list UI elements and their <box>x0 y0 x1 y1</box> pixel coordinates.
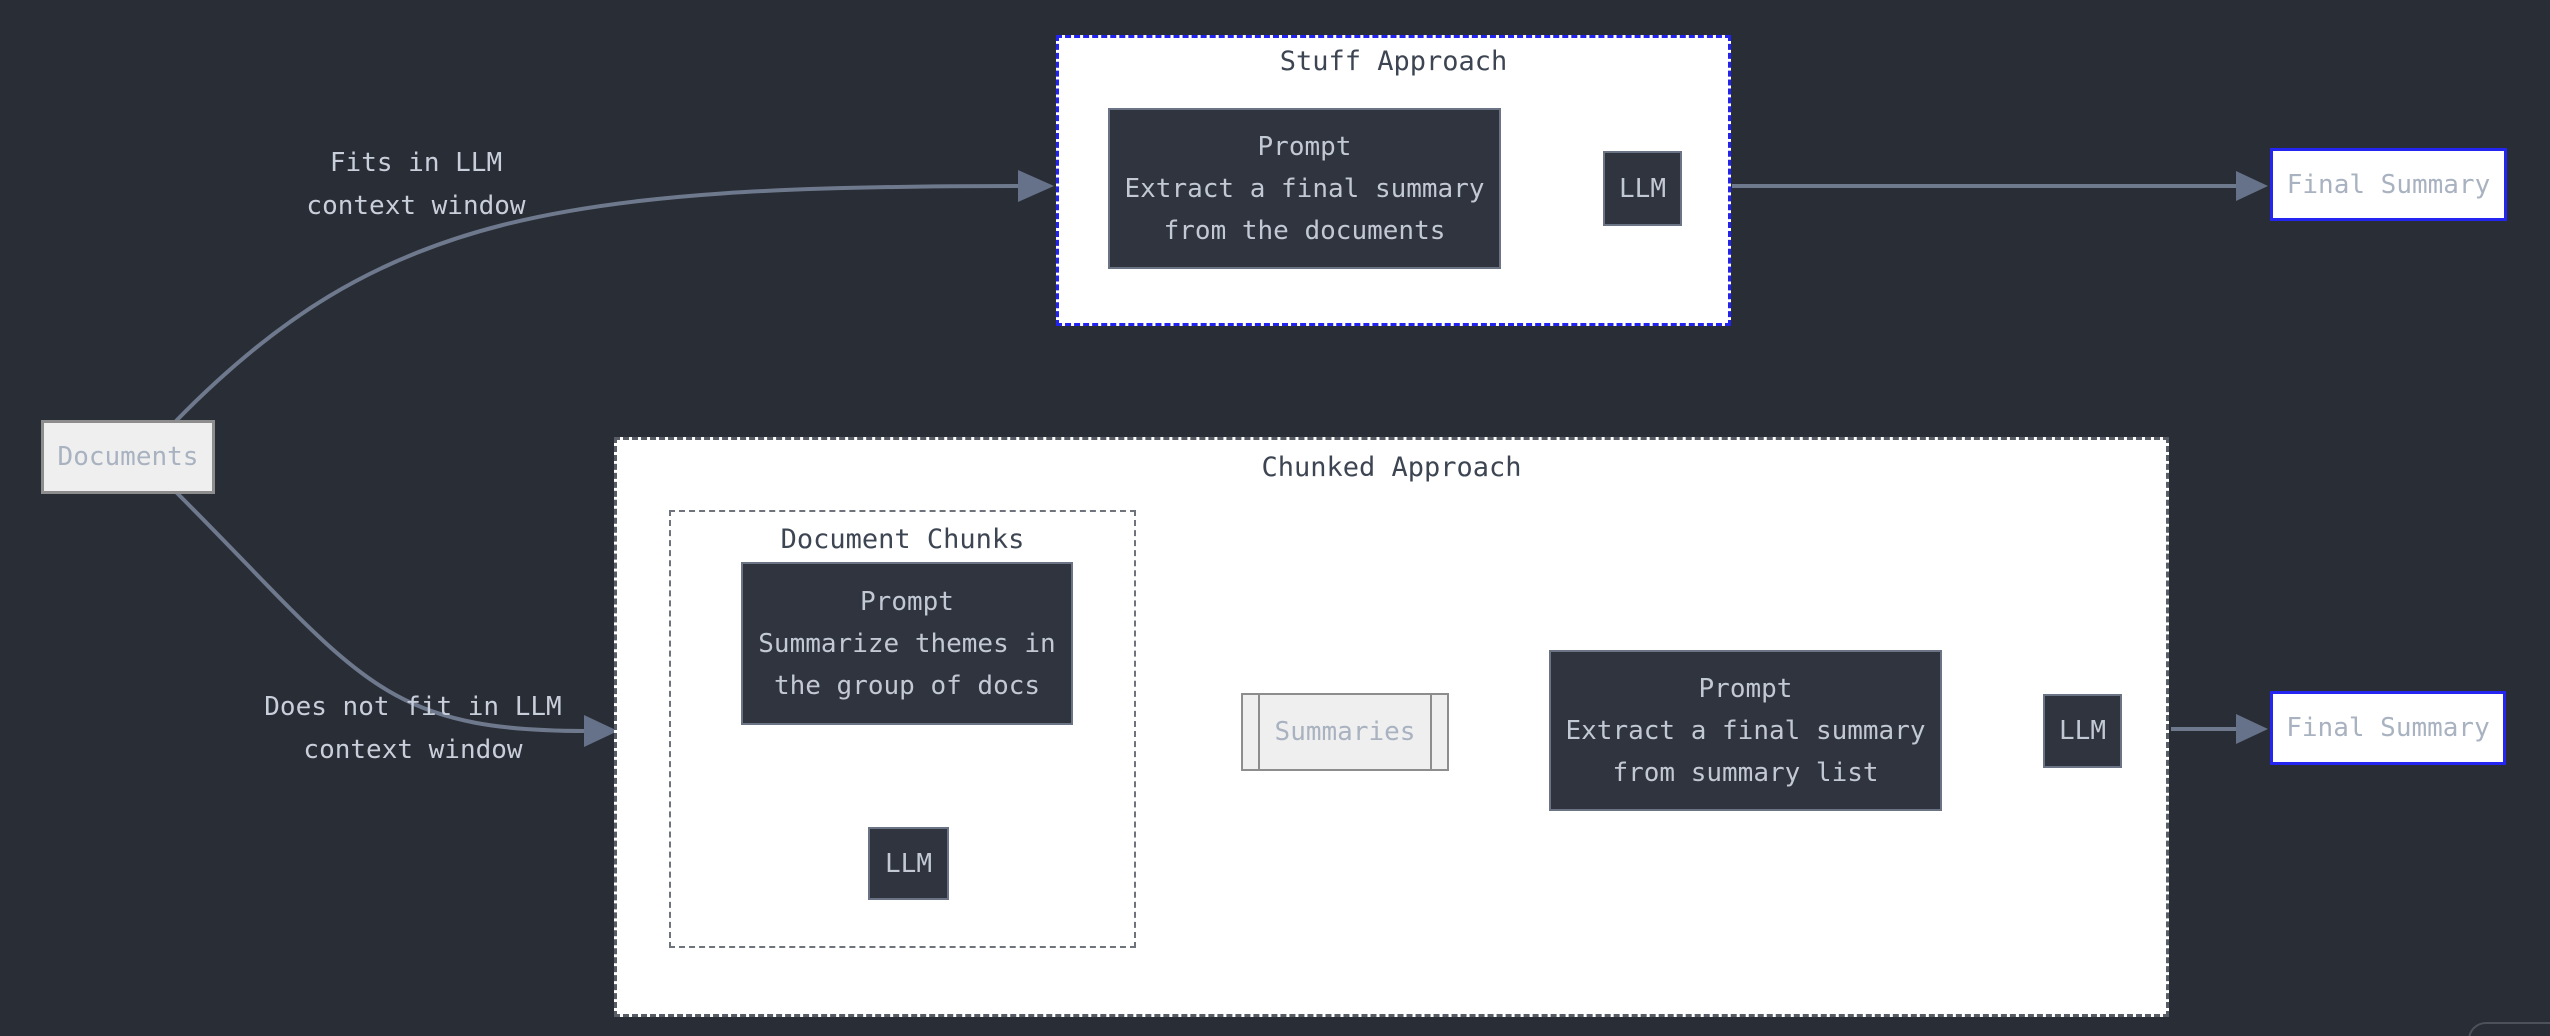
chunked-approach-container[interactable]: Chunked Approach Document Chunks Prompt … <box>614 437 2169 1017</box>
final-summary-label: Final Summary <box>2286 169 2491 200</box>
summaries-label: Summaries <box>1274 717 1416 747</box>
prompt-line: Extract a final summary <box>1565 715 1926 746</box>
document-chunks-container[interactable]: Document Chunks Prompt Summarize themes … <box>669 510 1136 948</box>
documents-label: Documents <box>57 442 199 472</box>
edge-label-does-not-fit-line2: context window <box>303 735 523 765</box>
final-summary-top-node[interactable]: Final Summary <box>2270 148 2507 221</box>
edge-fits-curve <box>174 184 1023 423</box>
document-chunks-title: Document Chunks <box>780 524 1025 555</box>
reduce-prompt-node[interactable]: Prompt Extract a final summary from summ… <box>1549 650 1942 811</box>
edge-does-not-fit-curve <box>174 490 587 733</box>
llm-label: LLM <box>2059 716 2106 746</box>
stuff-approach-container[interactable]: Stuff Approach Prompt Extract a final su… <box>1056 35 1731 326</box>
arrowhead <box>584 715 618 747</box>
arrowhead <box>2236 171 2268 201</box>
final-summary-label: Final Summary <box>2286 713 2490 743</box>
edge-label-fits-line1: Fits in LLM <box>329 148 503 178</box>
llm-label: LLM <box>885 848 932 879</box>
corner-panel-fragment <box>2468 1022 2550 1036</box>
edge-label-does-not-fit: Does not fit in LLM context window <box>253 686 573 772</box>
llm-label: LLM <box>1619 173 1666 204</box>
chunk-prompt-node[interactable]: Prompt Summarize themes in the group of … <box>741 562 1073 725</box>
prompt-line: Extract a final summary <box>1124 173 1485 204</box>
prompt-line: Summarize themes in <box>758 628 1056 659</box>
prompt-line: Prompt <box>1257 131 1352 162</box>
edge-label-does-not-fit-line1: Does not fit in LLM <box>264 692 562 722</box>
prompt-line: Prompt <box>860 586 954 617</box>
prompt-line: Prompt <box>1698 673 1793 704</box>
summaries-inner-bar <box>1430 695 1432 769</box>
prompt-line: the group of docs <box>773 670 1041 701</box>
chunk-llm-node[interactable]: LLM <box>868 827 949 900</box>
final-summary-bottom-node[interactable]: Final Summary <box>2270 691 2506 765</box>
reduce-llm-node[interactable]: LLM <box>2043 694 2122 768</box>
summaries-node[interactable]: Summaries <box>1241 693 1449 771</box>
chunked-approach-title: Chunked Approach <box>1261 452 1522 483</box>
prompt-line: from summary list <box>1612 757 1879 788</box>
arrowhead <box>2236 714 2268 744</box>
prompt-line: from the documents <box>1163 215 1446 246</box>
stuff-approach-title: Stuff Approach <box>1279 46 1508 77</box>
summaries-inner-bar <box>1258 695 1260 769</box>
arrowhead <box>1018 170 1054 202</box>
stuff-prompt-node[interactable]: Prompt Extract a final summary from the … <box>1108 108 1501 269</box>
stuff-llm-node[interactable]: LLM <box>1603 151 1682 226</box>
edge-label-fits: Fits in LLM context window <box>256 142 576 228</box>
documents-node[interactable]: Documents <box>41 420 215 494</box>
edge-label-fits-line2: context window <box>306 191 526 221</box>
